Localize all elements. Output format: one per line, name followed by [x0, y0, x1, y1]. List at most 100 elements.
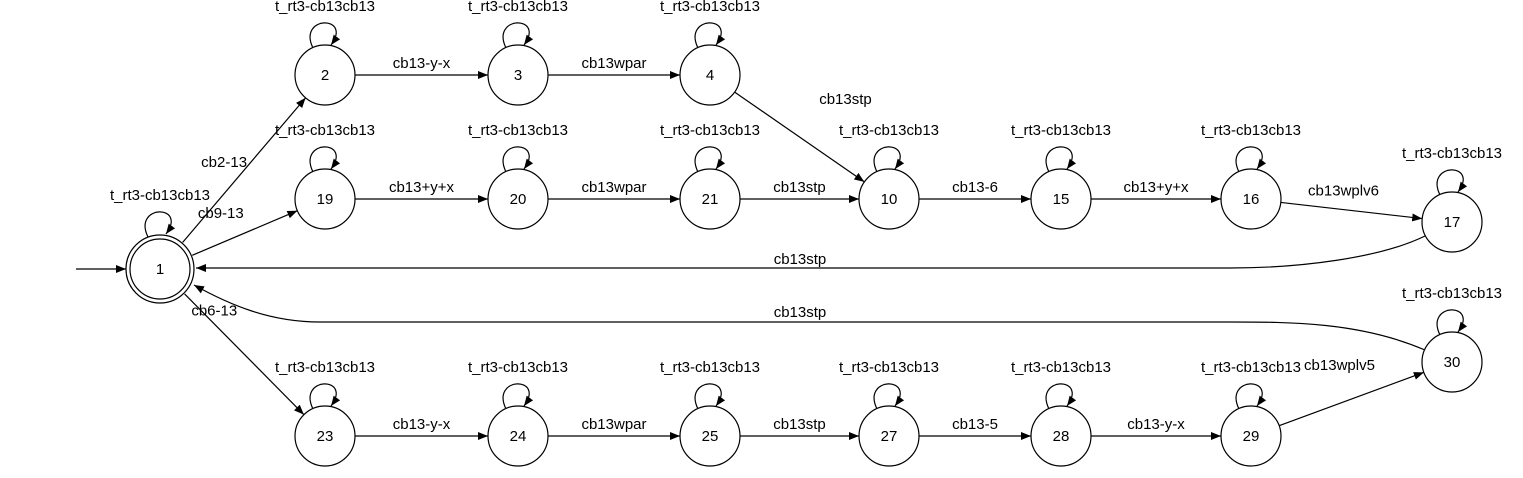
- transition-20-21: cb13wpar: [548, 179, 680, 203]
- transition-label: cb6-13: [191, 302, 237, 319]
- self-loop-3: t_rt3-cb13cb13: [468, 0, 568, 49]
- transition-label: cb13wplv5: [1304, 357, 1375, 374]
- transition-2-3: cb13-y-x: [355, 55, 488, 79]
- transition-10-15: cb13-6: [919, 179, 1031, 203]
- state-label: 20: [510, 191, 527, 208]
- state-node-20: 20: [487, 168, 549, 230]
- state-label: 30: [1444, 354, 1461, 371]
- self-loop-arrow: [1235, 146, 1267, 173]
- state-node-23: 23: [294, 405, 356, 467]
- transition-label: cb13stp: [773, 179, 826, 196]
- edges-layer: cb2-13 cb13-y-x cb13wpar cb13stp cb9-13 cb13+…: [76, 55, 1426, 440]
- state-circle: [679, 44, 741, 106]
- transition-arrow: [191, 210, 298, 256]
- transition-1-19: cb9-13: [191, 205, 298, 256]
- state-node-30: 30: [1421, 331, 1483, 393]
- transition-label: cb13stp: [774, 251, 827, 268]
- transition-arrow: [193, 284, 1426, 351]
- self-loop-label: t_rt3-cb13cb13: [1201, 122, 1301, 139]
- self-loop-label: t_rt3-cb13cb13: [839, 122, 939, 139]
- transition-1-2: cb2-13: [182, 97, 307, 243]
- transition-17-1: cb13stp: [196, 235, 1426, 272]
- self-loop-4: t_rt3-cb13cb13: [660, 0, 760, 49]
- state-circle: [1030, 405, 1092, 467]
- self-loop-arrow: [502, 383, 534, 410]
- self-loop-arrow: [144, 211, 176, 238]
- transition-24-25: cb13wpar: [548, 416, 680, 440]
- state-label: 21: [702, 191, 719, 208]
- transition-arrow: [196, 235, 1426, 272]
- self-loop-label: t_rt3-cb13cb13: [110, 187, 210, 204]
- self-loop-20: t_rt3-cb13cb13: [468, 122, 568, 173]
- self-loop-arrow: [1436, 309, 1468, 336]
- transition-arrow: [1280, 201, 1423, 222]
- self-loop-arrow: [694, 22, 726, 49]
- state-circle: [858, 168, 920, 230]
- self-loop-19: t_rt3-cb13cb13: [275, 122, 375, 173]
- state-label: 1: [156, 261, 164, 278]
- self-loop-27: t_rt3-cb13cb13: [839, 359, 939, 410]
- state-circle: [129, 238, 191, 300]
- self-loop-15: t_rt3-cb13cb13: [1011, 122, 1111, 173]
- state-circle: [294, 44, 356, 106]
- transition-arrow: [184, 293, 305, 416]
- self-loop-label: t_rt3-cb13cb13: [275, 0, 375, 15]
- self-loop-arrow: [694, 146, 726, 173]
- transition-1-23: cb6-13: [184, 293, 305, 416]
- state-circle: [487, 168, 549, 230]
- transition-arrow: [1278, 371, 1425, 427]
- state-node-1: 1: [125, 234, 195, 304]
- state-node-24: 24: [487, 405, 549, 467]
- state-circle: [487, 44, 549, 106]
- transition-4-10: cb13stp: [734, 91, 872, 183]
- state-label: 28: [1053, 428, 1070, 445]
- transition-3-4: cb13wpar: [548, 55, 680, 79]
- self-loop-arrow: [1436, 169, 1468, 196]
- self-loop-label: t_rt3-cb13cb13: [660, 359, 760, 376]
- state-node-2: 2: [294, 44, 356, 106]
- transition-28-29: cb13-y-x: [1091, 416, 1221, 440]
- state-circle: [487, 405, 549, 467]
- transition-label: cb13+y+x: [389, 179, 455, 196]
- self-loop-30: t_rt3-cb13cb13: [1402, 285, 1502, 336]
- state-label: 16: [1243, 191, 1260, 208]
- state-label: 10: [881, 191, 898, 208]
- transition-label: cb13wpar: [581, 55, 646, 72]
- self-loop-label: t_rt3-cb13cb13: [468, 122, 568, 139]
- self-loop-arrow: [309, 22, 341, 49]
- state-node-29: 29: [1220, 405, 1282, 467]
- self-loop-arrow: [502, 146, 534, 173]
- state-node-21: 21: [679, 168, 741, 230]
- state-label: 2: [321, 67, 329, 84]
- self-loop-label: t_rt3-cb13cb13: [1011, 122, 1111, 139]
- state-circle: [679, 168, 741, 230]
- self-loop-arrow: [873, 383, 905, 410]
- state-label: 29: [1243, 428, 1260, 445]
- state-circle: [1030, 168, 1092, 230]
- self-loop-label: t_rt3-cb13cb13: [660, 0, 760, 15]
- self-loop-arrow: [502, 22, 534, 49]
- self-loop-10: t_rt3-cb13cb13: [839, 122, 939, 173]
- state-node-3: 3: [487, 44, 549, 106]
- transition-label: cb13-y-x: [1127, 416, 1185, 433]
- transition-29-30: cb13wplv5: [1278, 357, 1425, 427]
- transition-label: cb13wpar: [581, 416, 646, 433]
- transition-16-17: cb13wplv6: [1280, 183, 1423, 222]
- transition-label: cb9-13: [198, 205, 244, 222]
- self-loop-arrow: [1045, 146, 1077, 173]
- state-circle: [294, 168, 356, 230]
- state-label: 24: [510, 428, 527, 445]
- state-label: 19: [317, 191, 334, 208]
- state-label: 15: [1053, 191, 1070, 208]
- self-loop-17: t_rt3-cb13cb13: [1402, 145, 1502, 196]
- self-loop-label: t_rt3-cb13cb13: [275, 359, 375, 376]
- self-loop-21: t_rt3-cb13cb13: [660, 122, 760, 173]
- self-loop-28: t_rt3-cb13cb13: [1011, 359, 1111, 410]
- transition-arrow: [734, 91, 865, 183]
- transition-27-28: cb13-5: [919, 416, 1031, 440]
- state-circle: [1421, 331, 1483, 393]
- transition-label: cb13-6: [952, 179, 998, 196]
- self-loop-29: t_rt3-cb13cb13: [1201, 359, 1301, 410]
